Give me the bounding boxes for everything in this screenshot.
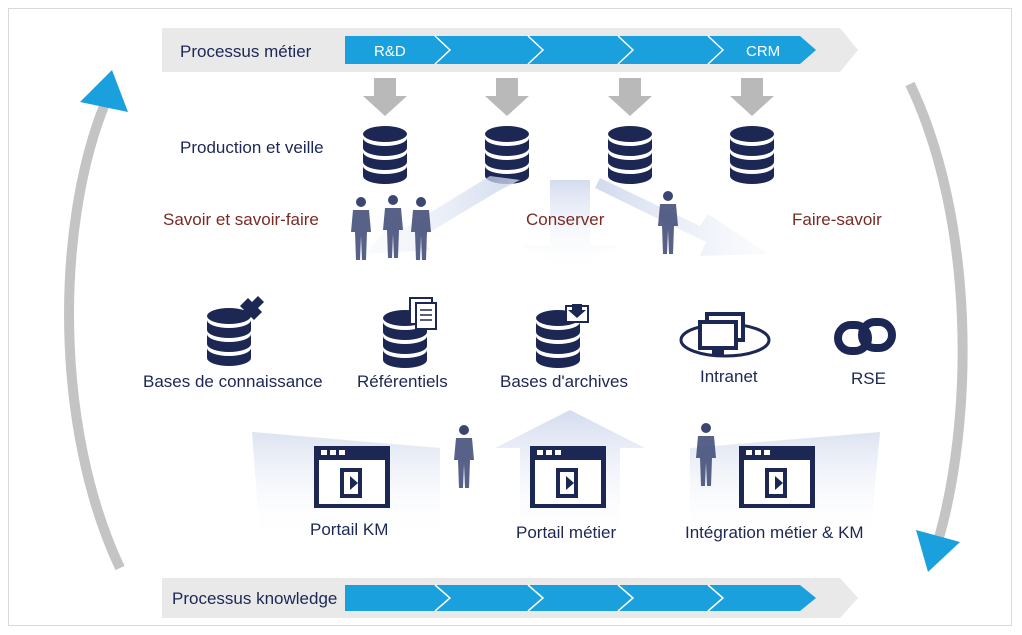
- flow-beam-right: [595, 178, 768, 256]
- intranet-icon: [679, 312, 771, 358]
- cycle-arrowhead-right: [916, 530, 960, 572]
- portal-label-km: Portail KM: [310, 520, 388, 539]
- repo-label-ref: Référentiels: [357, 372, 448, 391]
- database-icon-4: [730, 126, 774, 184]
- referentiels-icon: [383, 297, 437, 368]
- flow-label-center: Conserver: [526, 210, 605, 229]
- portal-km-icon: [314, 446, 390, 508]
- down-arrow-4: [730, 78, 774, 116]
- knowledge-base-icon: [207, 296, 264, 366]
- production-label: Production et veille: [180, 138, 324, 157]
- repo-label-rse: RSE: [851, 369, 886, 388]
- cycle-arrow-left: [64, 104, 125, 571]
- portal-metier-icon: [530, 446, 606, 508]
- bottom-process-band: [162, 578, 858, 618]
- down-arrow-2: [485, 78, 529, 116]
- portal-integration-icon: [739, 446, 815, 508]
- top-segment-rd: R&D: [374, 43, 406, 60]
- archives-icon: [536, 304, 589, 368]
- repo-label-kb: Bases de connaissance: [143, 372, 323, 391]
- database-icon-3: [608, 126, 652, 184]
- diagram-frame: [8, 8, 1012, 626]
- repo-label-archives: Bases d'archives: [500, 372, 628, 391]
- bottom-band-label: Processus knowledge: [172, 589, 337, 608]
- flow-beam-center: [520, 180, 620, 272]
- database-icon-1: [363, 126, 407, 184]
- database-icon-2: [485, 126, 529, 184]
- flow-label-right: Faire-savoir: [792, 210, 882, 229]
- down-arrow-1: [363, 78, 407, 116]
- top-segment-crm: CRM: [746, 43, 780, 60]
- down-arrow-3: [608, 78, 652, 116]
- person-icon-5: [454, 425, 474, 488]
- repo-label-intranet: Intranet: [700, 367, 758, 386]
- top-process-band: [162, 28, 858, 72]
- portal-label-integration: Intégration métier & KM: [685, 523, 864, 542]
- top-band-label: Processus métier: [180, 42, 312, 61]
- cycle-arrow-right: [905, 81, 968, 550]
- rse-icon: [834, 318, 896, 355]
- person-icon-4: [658, 191, 678, 254]
- cycle-arrowhead-left: [80, 70, 128, 112]
- flow-beam-left: [365, 176, 520, 254]
- flow-label-left: Savoir et savoir-faire: [163, 210, 319, 229]
- portal-label-metier: Portail métier: [516, 523, 616, 542]
